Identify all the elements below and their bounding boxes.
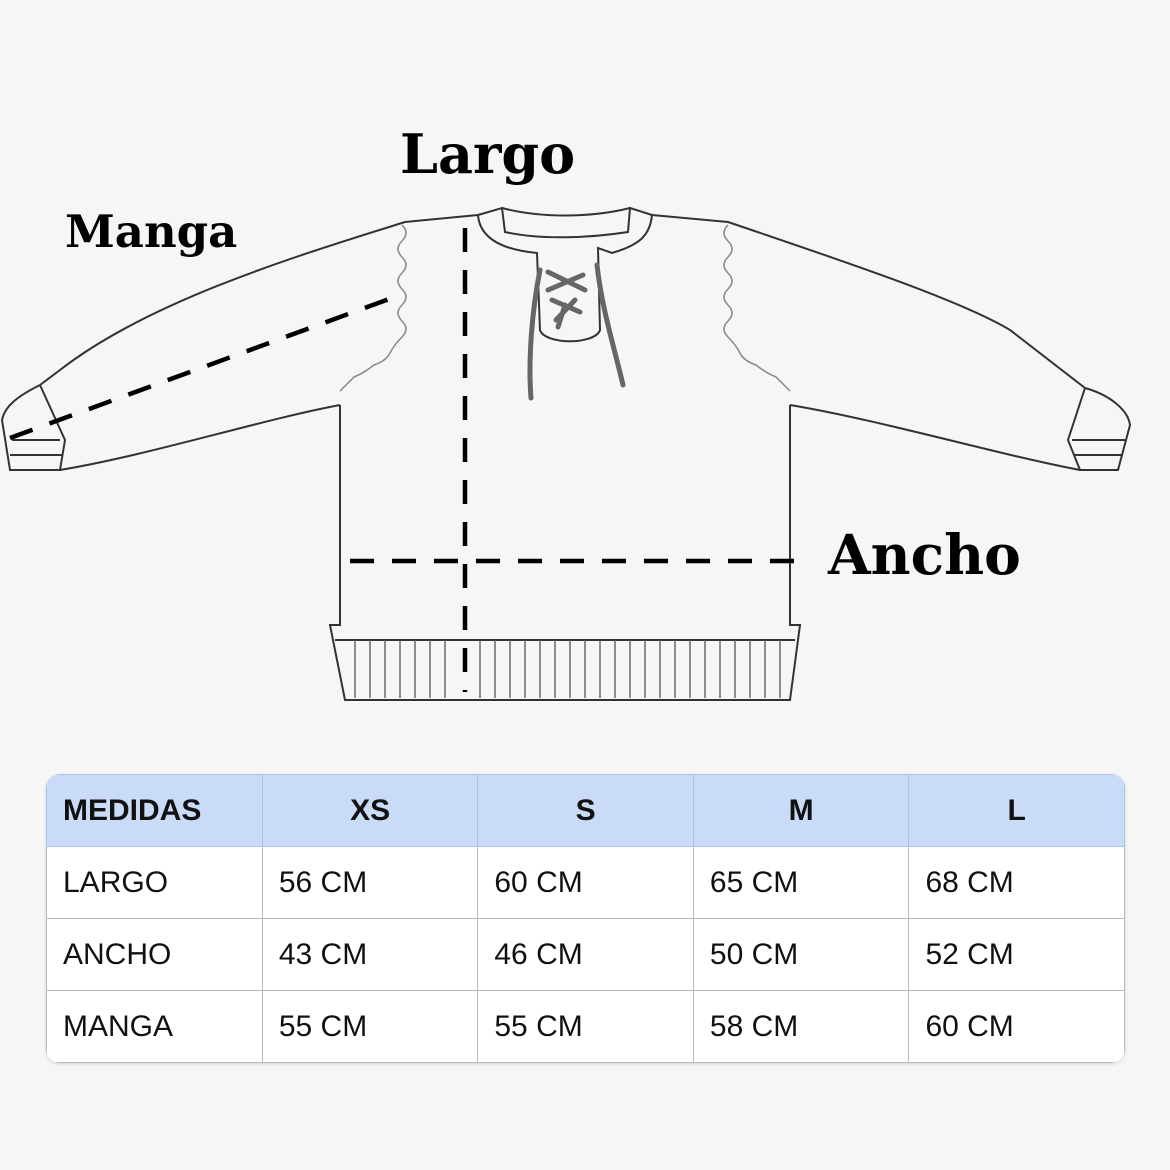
sweater-outline <box>0 206 1132 701</box>
sweater-diagram <box>0 206 1132 701</box>
manga-measure-line <box>9 292 401 441</box>
header-cell: S <box>477 774 694 847</box>
header-cell: MEDIDAS <box>46 774 263 847</box>
lacing <box>527 262 626 401</box>
table-cell: 43 CM <box>261 918 479 991</box>
table-cell: 56 CM <box>261 846 479 919</box>
table-header-row: MEDIDAS XS S M L <box>46 774 1125 847</box>
largo-label: Largo <box>400 122 576 186</box>
table-cell: ANCHO <box>46 918 263 991</box>
table-cell: 65 CM <box>692 846 910 919</box>
raglan-seams <box>339 224 791 392</box>
table-cell: 50 CM <box>692 918 910 991</box>
table-cell: 60 CM <box>908 990 1125 1063</box>
table-row: MANGA 55 CM 55 CM 58 CM 60 CM <box>46 990 1125 1063</box>
size-table: MEDIDAS XS S M L LARGO 56 CM 60 CM 65 CM… <box>46 774 1125 1063</box>
table-cell: MANGA <box>46 990 263 1063</box>
header-cell: XS <box>261 774 479 847</box>
measure-lines <box>9 228 795 692</box>
header-cell: M <box>692 774 910 847</box>
ancho-label: Ancho <box>828 522 1021 587</box>
table-cell: 68 CM <box>908 846 1125 919</box>
table-cell: 58 CM <box>692 990 910 1063</box>
table-cell: 55 CM <box>261 990 479 1063</box>
table-cell: 60 CM <box>477 846 694 919</box>
table-cell: 52 CM <box>908 918 1125 991</box>
header-cell: L <box>908 774 1125 847</box>
table-cell: 55 CM <box>477 990 694 1063</box>
table-cell: 46 CM <box>477 918 694 991</box>
hem-ribs <box>354 640 781 698</box>
table-cell: LARGO <box>46 846 263 919</box>
table-row: ANCHO 43 CM 46 CM 50 CM 52 CM <box>46 918 1125 991</box>
table-row: LARGO 56 CM 60 CM 65 CM 68 CM <box>46 846 1125 919</box>
manga-label: Manga <box>65 205 238 258</box>
